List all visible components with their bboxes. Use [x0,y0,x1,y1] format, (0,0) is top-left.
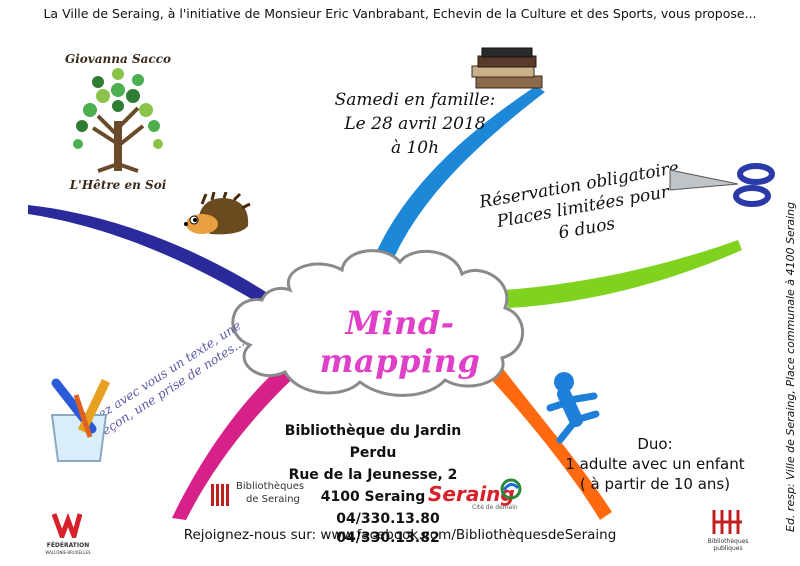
giovanna-sacco-logo: Giovanna Sacco L'Hêtre en Soi [48,52,188,202]
branch-left [28,205,272,304]
duo-line-2: 1 adulte avec un enfant [565,455,745,473]
facebook-link[interactable]: Rejoignez-nous sur: www.facebook.com/Bib… [183,527,617,543]
scissors-icon [669,163,775,207]
editor-credit: Ed. resp: Ville de Seraing, Place commun… [784,201,797,532]
bib-line-2: de Seraing [246,494,300,505]
fwb-line-1: FÉDÉRATION [46,542,90,549]
library-phone-1: 04/330.13.80 [336,511,440,527]
bp-line-1: Bibliothèques [707,538,749,545]
date-line-2: Le 28 avril 2018 [344,114,486,134]
duo-line-3: ( à partir de 10 ans) [579,475,731,493]
swirl-icon [500,478,522,500]
library-address: Bibliothèque du Jardin Perdu Rue de la J… [268,420,478,546]
runner-icon [546,372,600,444]
branch-bottom-right [478,358,612,520]
library-phone-2: 04/330.13.82 [336,530,440,546]
library-street: Rue de la Jeunesse, 2 [288,467,458,483]
books-icon [471,47,543,89]
page-title: Mind-mapping [319,304,481,380]
bibliotheques-seraing-logo: Bibliothèques de Seraing [210,478,305,514]
seraing-logo: Seraing Cité de demain [428,478,523,512]
branch-top [372,86,545,262]
hedgehog-icon [184,192,251,235]
duo-line-1: Duo: [637,435,673,453]
date-line-1: Samedi en famille: [334,90,496,110]
header-text: La Ville de Seraing, à l'initiative de M… [43,6,757,21]
branch-right [505,240,742,308]
bookshelf-icon [211,484,229,506]
fwb-mark-icon [52,512,82,538]
bp-line-2: publiques [713,545,743,552]
event-date: Samedi en famille: Le 28 avril 2018 à 10… [320,88,510,160]
seraing-name: Seraing [428,482,515,506]
library-name: Bibliothèque du Jardin Perdu [284,423,462,461]
bp-mark-icon [712,510,742,534]
bib-line-1: Bibliothèques [236,481,305,492]
seraing-sub: Cité de demain [472,504,518,511]
fwb-line-2: WALLONIE-BRUXELLES [45,550,91,555]
bibliotheques-publiques-logo: Bibliothèques publiques [698,508,758,560]
pens-icon [50,378,111,462]
library-city: 4100 Seraing [320,489,426,505]
fwb-logo: FÉDÉRATION WALLONIE-BRUXELLES [42,510,112,562]
tree-icon [73,68,163,173]
logo-name-top: Giovanna Sacco [64,52,172,66]
logo-name-bottom: L'Hêtre en Soi [69,178,167,192]
date-line-3: à 10h [390,138,440,158]
branch-bottom-left [172,358,302,520]
duo-info: Duo: 1 adulte avec un enfant ( à partir … [540,434,770,494]
